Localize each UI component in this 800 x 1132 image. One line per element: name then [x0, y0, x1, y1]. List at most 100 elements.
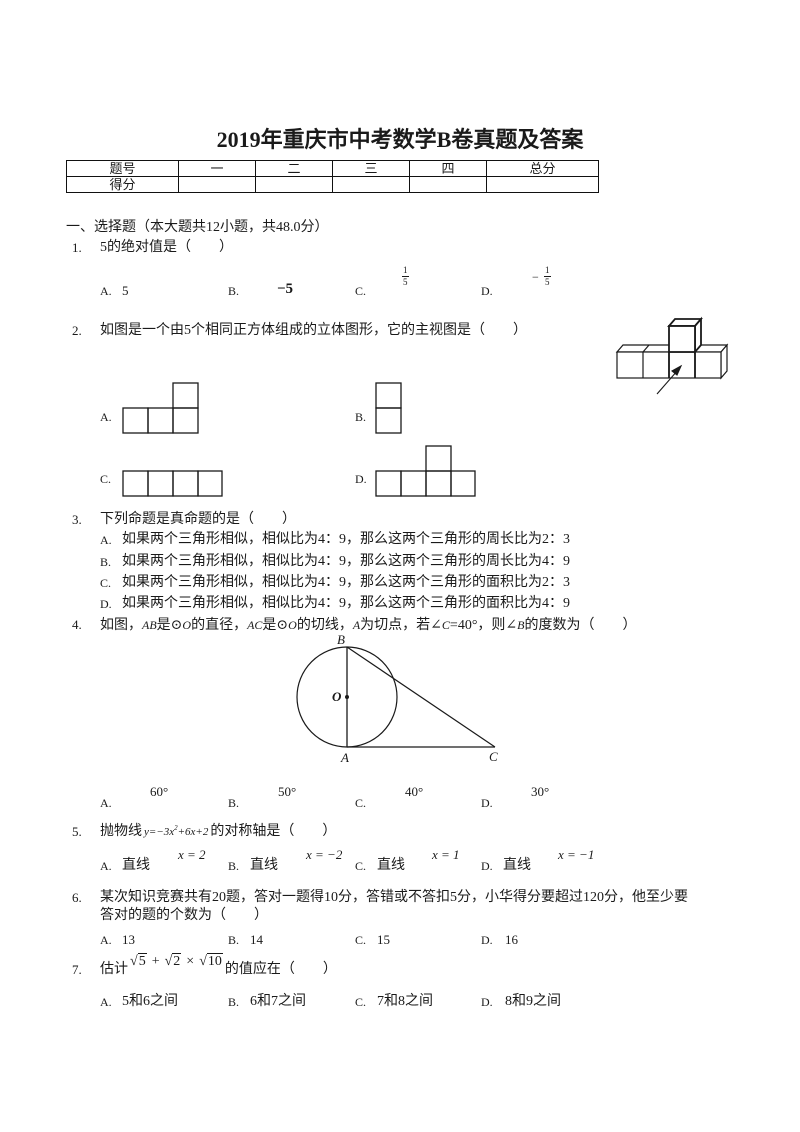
header-cell-part-2: 二: [255, 160, 333, 177]
q4-option-d-label: D.: [481, 796, 493, 810]
score-table-score-row: 得分: [66, 176, 599, 193]
q4-stem-var-o: O: [288, 618, 297, 632]
q7-stem-text: 的值应在（ ）: [224, 962, 337, 977]
operator-times: ×: [186, 954, 195, 969]
header-cell-part-3: 三: [332, 160, 410, 177]
q1-option-b-label: B.: [228, 284, 240, 298]
q3-option-d-text: 如果两个三角形相似，相似比为4：9，那么这两个三角形的面积比为4：9: [122, 596, 570, 611]
q4-option-d-text: 30°: [531, 784, 550, 799]
q5-stem-text: 的对称轴是（ ）: [210, 824, 337, 839]
q4-stem-text: =40°，则∠: [449, 618, 518, 633]
q7-stem: 估计 √ 5 + √ 2 × √ 10 的值应在（ ）: [100, 953, 337, 979]
q5-option-b-text: 直线: [250, 858, 278, 873]
header-cell-part-4: 四: [409, 160, 487, 177]
q6-option-c-text: 15: [377, 932, 390, 947]
header-cell-question-number: 题号: [66, 160, 179, 177]
q7-option-d-text: 8和9之间: [505, 994, 561, 1009]
fraction-denominator: 5: [545, 277, 550, 287]
q2-option-a-label: A.: [100, 410, 112, 424]
q7-radical-expression: √ 5 + √ 2 × √ 10: [130, 953, 223, 971]
point-label-b: B: [337, 632, 345, 647]
q4-stem-var-ac: AC: [247, 618, 263, 632]
q6-stem-line-2: 答对的题的个数为（ ）: [100, 908, 268, 923]
fraction-numerator: 1: [544, 265, 551, 277]
q4-option-a-label: A.: [100, 796, 112, 810]
radicand: 2: [172, 953, 182, 969]
q4-stem-text: 是⊙: [156, 618, 183, 633]
q5-parabola-formula: y=−3x2+6x+2: [144, 823, 208, 842]
point-label-c: C: [489, 749, 498, 764]
score-row-label: 得分: [66, 176, 179, 193]
center-point-o: [345, 695, 349, 699]
q2-solid-figure: [615, 316, 729, 395]
score-cell: [178, 176, 256, 193]
q7-option-c-text: 7和8之间: [377, 994, 433, 1009]
q3-option-c-text: 如果两个三角形相似，相似比为4：9，那么这两个三角形的面积比为2：3: [122, 575, 570, 590]
q6-option-a-label: A.: [100, 933, 112, 947]
q5-option-d-text: 直线: [503, 858, 531, 873]
score-table: 题号 一 二 三 四 总分 得分: [66, 160, 599, 193]
q1-option-d-fraction: 1 5: [544, 265, 551, 288]
q5-option-c-label: C.: [355, 859, 367, 873]
q4-circle-figure: B O A C: [296, 632, 498, 765]
view-squares: [375, 445, 476, 497]
q4-option-a-text: 60°: [150, 784, 169, 799]
radical-sign: √: [130, 954, 138, 969]
score-cell: [486, 176, 599, 193]
view-squares: [122, 382, 199, 434]
q5-option-b-math: x = −2: [306, 847, 343, 862]
q4-stem-text: 如图，: [100, 618, 142, 633]
q4-stem-var-ab: AB: [142, 618, 157, 632]
q6-option-b-label: B.: [228, 933, 240, 947]
q3-option-a-text: 如果两个三角形相似，相似比为4：9，那么这两个三角形的周长比为2：3: [122, 532, 570, 547]
q2-option-b-view: [375, 382, 402, 434]
q7-option-d-label: D.: [481, 995, 493, 1009]
q7-stem-text: 估计: [100, 962, 128, 977]
q6-stem-line-1: 某次知识竞赛共有20题，答对一题得10分，答错或不答扣5分，小华得分要超过120…: [100, 890, 688, 905]
formula-exponent: 2: [174, 824, 178, 832]
q1-option-b-text: −5: [277, 281, 294, 297]
q3-stem: 下列命题是真命题的是（ ）: [100, 512, 296, 527]
q4-stem-var-a: A: [352, 618, 361, 632]
q5-option-d-math: x = −1: [558, 847, 595, 862]
fraction-numerator: 1: [402, 265, 409, 277]
segment-bc: [346, 646, 496, 748]
q7-number: 7.: [72, 962, 82, 977]
q7-option-a-text: 5和6之间: [122, 994, 178, 1009]
q4-stem-var-o: O: [182, 618, 192, 632]
radicand: 10: [206, 953, 223, 969]
q7-option-a-label: A.: [100, 995, 112, 1009]
q4-option-c-text: 40°: [405, 784, 424, 799]
q1-option-c-label: C.: [355, 284, 367, 298]
radicand: 5: [137, 953, 147, 969]
q3-option-a-label: A.: [100, 533, 112, 547]
q5-option-a-text: 直线: [122, 858, 150, 873]
q6-number: 6.: [72, 890, 82, 905]
q1-option-a-label: A.: [100, 284, 112, 298]
q4-stem-text: 的度数为（ ）: [524, 618, 637, 633]
q4-option-b-label: B.: [228, 796, 240, 810]
q2-option-c-view: [122, 470, 223, 497]
q4-stem-var-c: C: [441, 618, 450, 632]
q3-number: 3.: [72, 512, 82, 527]
radical-sign: √: [164, 954, 173, 969]
q4-stem-text: 为切点，若∠: [360, 618, 442, 633]
point-label-a: A: [340, 750, 349, 765]
formula-part: +6x+2: [177, 826, 209, 838]
q5-stem: 抛物线 y=−3x2+6x+2 的对称轴是（ ）: [100, 823, 336, 842]
q6-option-d-text: 16: [505, 932, 518, 947]
q6-option-a-text: 13: [122, 932, 135, 947]
q3-option-b-label: B.: [100, 555, 112, 569]
top-cube: [667, 316, 703, 378]
q4-option-c-label: C.: [355, 796, 367, 810]
q7-option-b-label: B.: [228, 995, 240, 1009]
q2-option-d-view: [375, 445, 476, 497]
formula-part: y=−3x: [144, 826, 175, 838]
score-cell: [409, 176, 487, 193]
q5-option-c-text: 直线: [377, 858, 405, 873]
page-title: 2019年重庆市中考数学B卷真题及答案: [216, 127, 584, 152]
q2-option-d-label: D.: [355, 472, 367, 486]
view-direction-arrow: [656, 364, 683, 395]
point-label-o: O: [332, 689, 342, 704]
q4-stem-text: 的切线，: [296, 618, 353, 633]
